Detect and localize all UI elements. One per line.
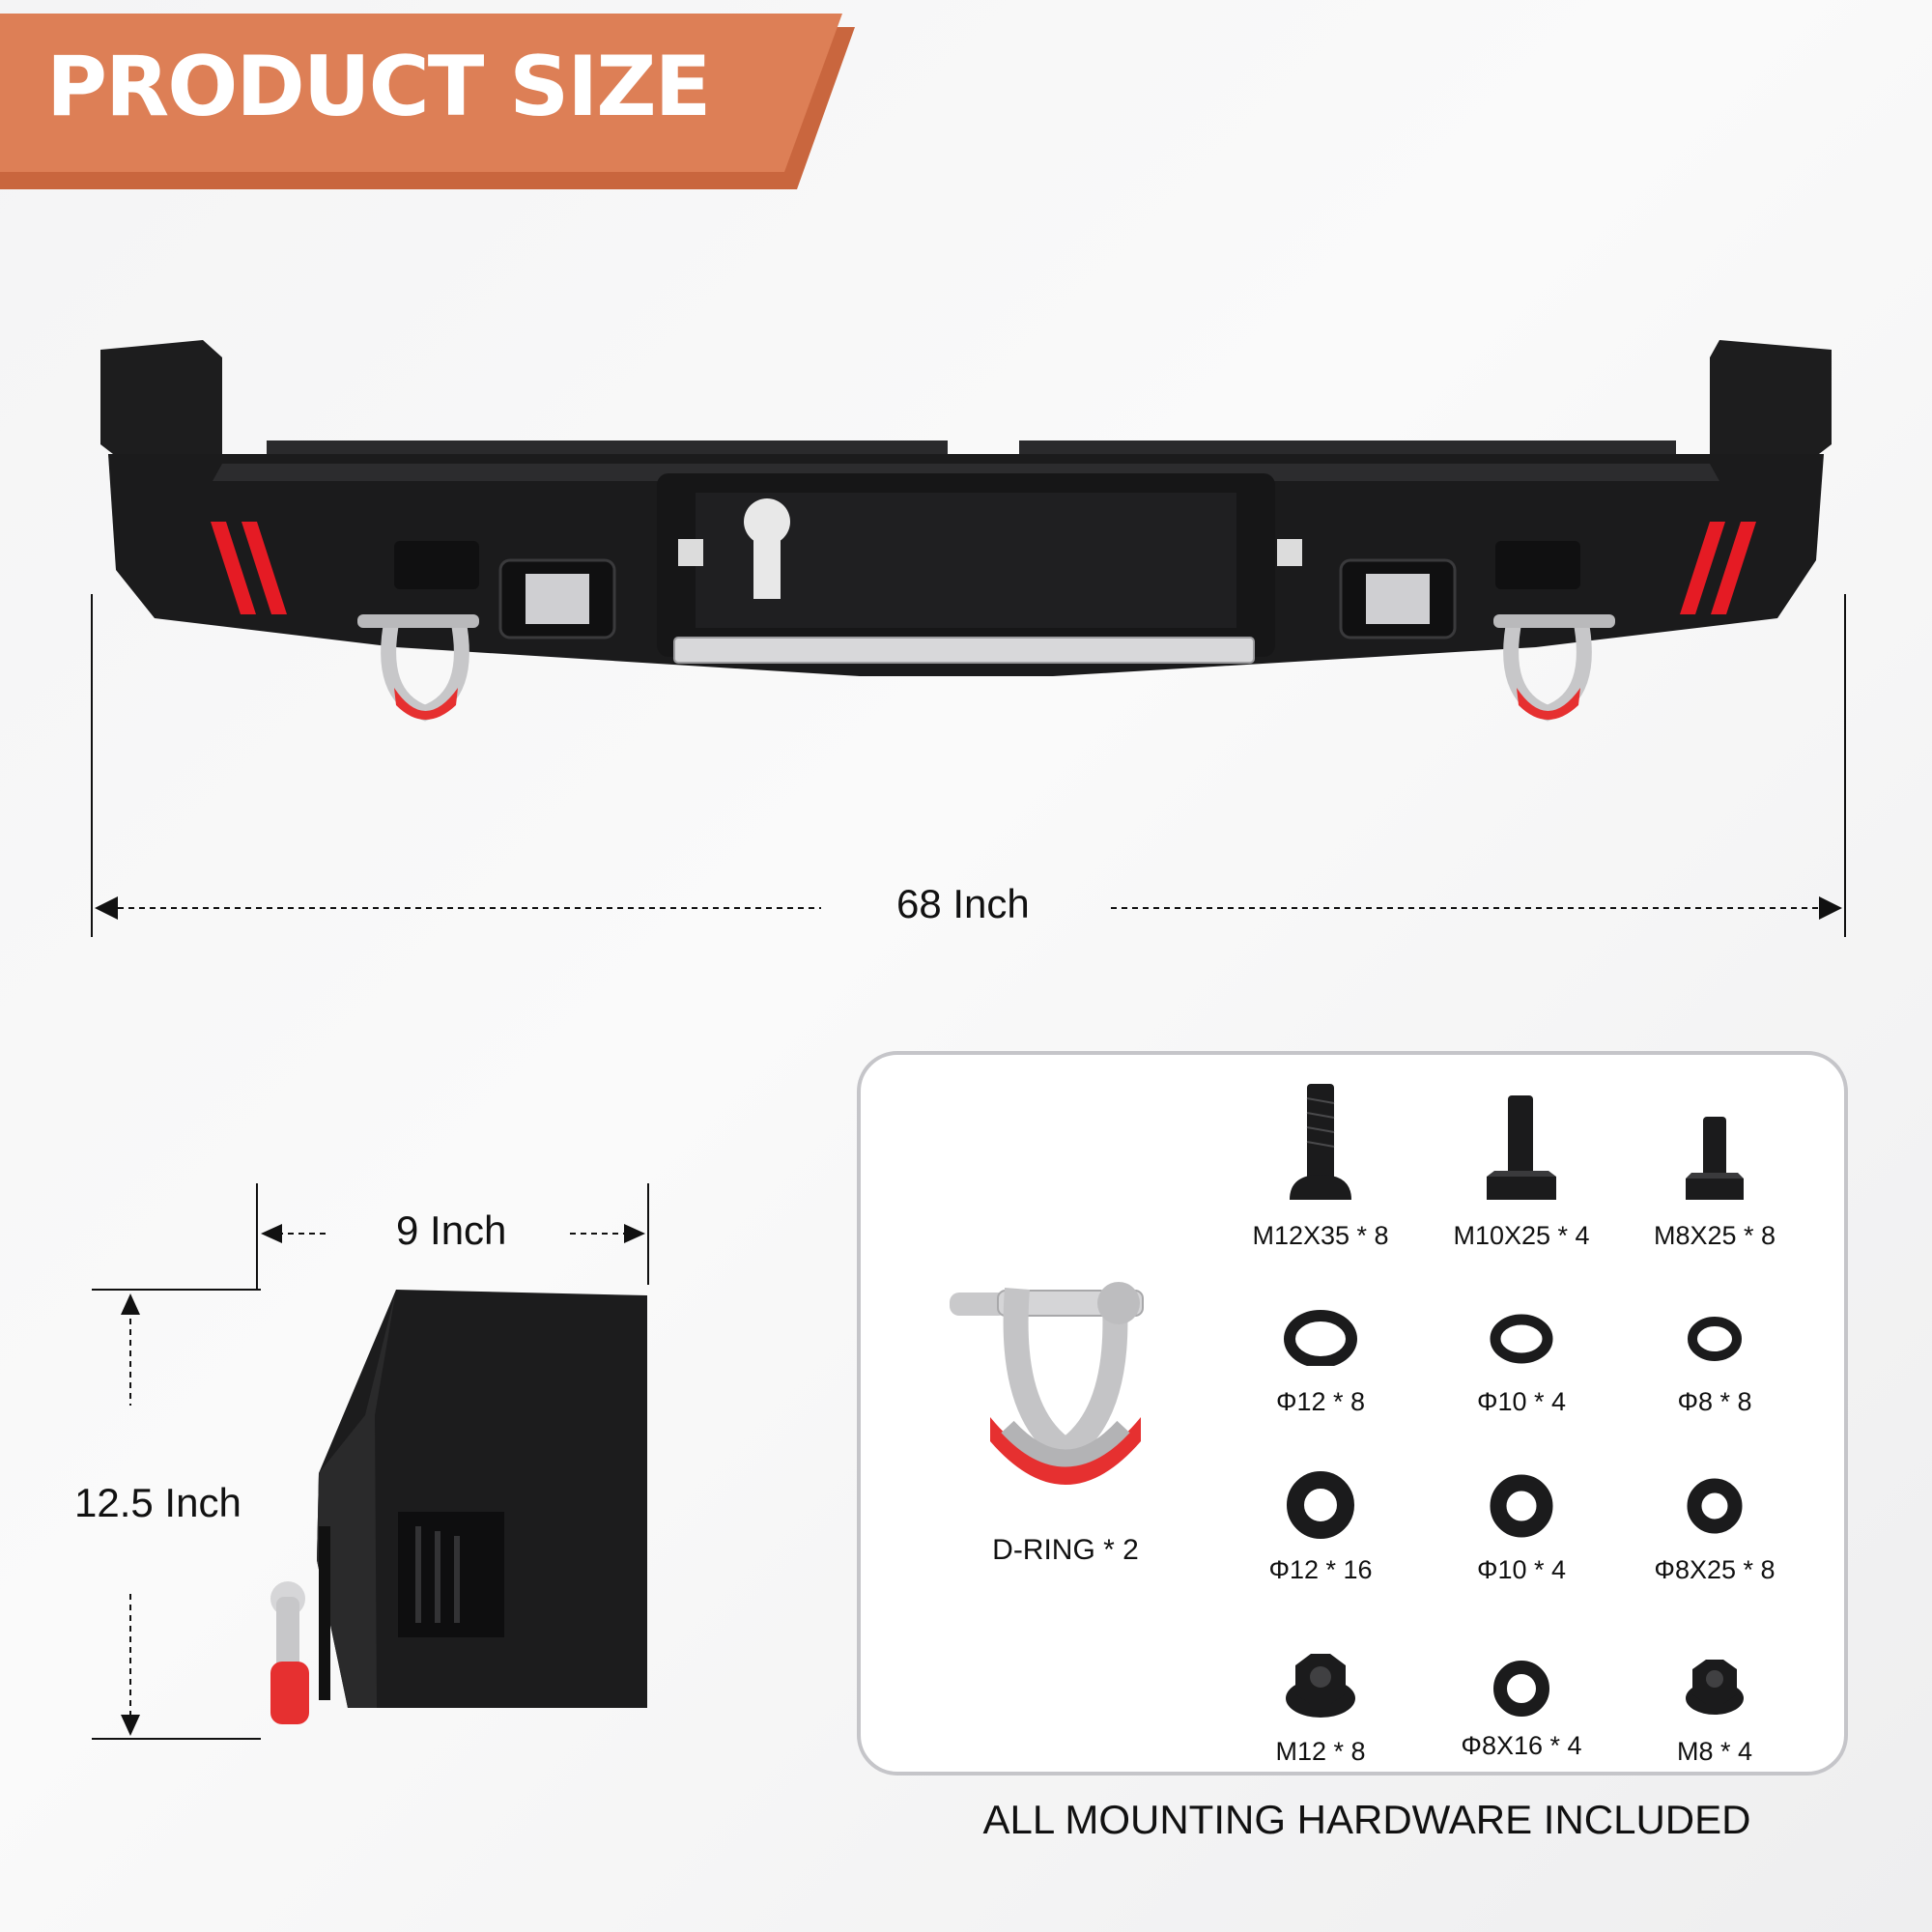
- hardware-item-12: M8 * 4: [1608, 1658, 1821, 1766]
- side-dimension-lines: [92, 1183, 649, 1740]
- d-ring-label: D-RING * 2: [992, 1534, 1139, 1566]
- led-light-left: [498, 558, 616, 639]
- hardware-item-2: M10X25 * 4: [1415, 1074, 1628, 1250]
- hardware-label-9: Φ8X25 * 8: [1654, 1555, 1776, 1584]
- hardware-label-4: Φ12 * 8: [1275, 1387, 1366, 1416]
- width-label: 68 Inch: [896, 881, 1030, 926]
- flange-nut-icon: [1686, 1660, 1744, 1715]
- hardware-label-5: Φ10 * 4: [1476, 1387, 1567, 1416]
- led-light-right: [1339, 558, 1457, 639]
- width-dimension-line: [91, 594, 1846, 937]
- hardware-label-6: Φ8 * 8: [1677, 1387, 1752, 1416]
- hardware-item-1: M12X35 * 8: [1214, 1074, 1427, 1250]
- bumper-front-view: [100, 340, 1832, 722]
- hardware-item-9: Φ8X25 * 8: [1608, 1476, 1821, 1584]
- banner-shape: [0, 14, 855, 189]
- d-ring-shackle-icon: [950, 1282, 1144, 1485]
- hardware-item-4: Φ12 * 8: [1214, 1308, 1427, 1416]
- product-size-banner: PRODUCT SIZE: [0, 0, 869, 193]
- hardware-item-7: Φ12 * 16: [1214, 1470, 1427, 1584]
- flat-washer-icon: [1687, 1478, 1743, 1534]
- d-ring-left: [357, 614, 479, 722]
- depth-label: 9 Inch: [396, 1208, 507, 1253]
- hardware-item-5: Φ10 * 4: [1415, 1312, 1628, 1416]
- button-head-bolt-icon: [1290, 1084, 1351, 1200]
- bumper-side-view: [270, 1290, 647, 1724]
- hardware-label-7: Φ12 * 16: [1268, 1555, 1373, 1584]
- hex-bolt-icon: [1487, 1095, 1556, 1200]
- hardware-panel: D-RING * 2 M12X35 * 8 M10X25 * 4 M8X25 *…: [857, 1051, 1848, 1776]
- hardware-label-8: Φ10 * 4: [1476, 1555, 1567, 1584]
- hardware-label-10: M12 * 8: [1275, 1737, 1366, 1766]
- flat-washer-icon: [1493, 1661, 1549, 1717]
- flat-washer-icon: [1287, 1471, 1354, 1539]
- hardware-item-6: Φ8 * 8: [1608, 1314, 1821, 1416]
- height-label: 12.5 Inch: [74, 1480, 242, 1525]
- hardware-label-11: Φ8X16 * 4: [1461, 1731, 1582, 1760]
- hardware-item-11: Φ8X16 * 4: [1415, 1660, 1628, 1760]
- split-lock-washer-icon: [1284, 1310, 1357, 1366]
- hardware-label-12: M8 * 4: [1676, 1737, 1753, 1766]
- hardware-item-3: M8X25 * 8: [1608, 1074, 1821, 1250]
- hardware-item-8: Φ10 * 4: [1415, 1472, 1628, 1584]
- hardware-item-10: M12 * 8: [1214, 1652, 1427, 1766]
- banner-title: PRODUCT SIZE: [46, 39, 711, 135]
- hardware-label-1: M12X35 * 8: [1252, 1221, 1389, 1250]
- flange-nut-icon: [1286, 1654, 1355, 1718]
- flat-washer-icon: [1490, 1474, 1553, 1538]
- split-lock-washer-icon: [1490, 1314, 1553, 1364]
- hardware-included-note: ALL MOUNTING HARDWARE INCLUDED: [982, 1797, 1751, 1842]
- reflector-right: [1680, 522, 1756, 614]
- d-ring-item: D-RING * 2: [921, 1248, 1210, 1566]
- hex-bolt-icon: [1686, 1117, 1744, 1200]
- hardware-label-2: M10X25 * 4: [1453, 1221, 1590, 1250]
- split-lock-washer-icon: [1688, 1317, 1742, 1361]
- hardware-label-3: M8X25 * 8: [1653, 1221, 1776, 1250]
- reflector-left: [211, 522, 287, 614]
- d-ring-right: [1493, 614, 1615, 722]
